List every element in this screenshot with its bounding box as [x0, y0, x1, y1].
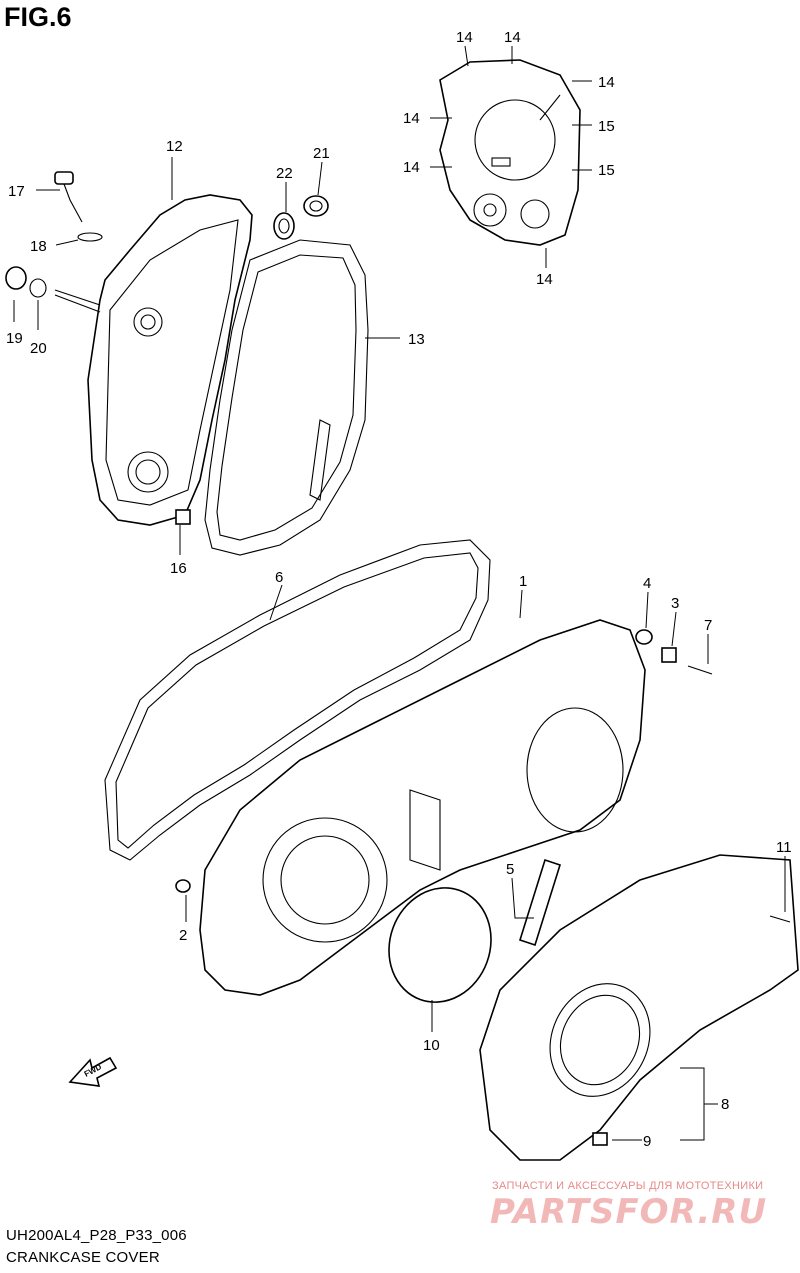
part-20-washer [29, 278, 47, 298]
figure-title: FIG.6 [4, 2, 72, 32]
callout-2: 2 [179, 927, 187, 944]
callout-1: 1 [519, 573, 527, 590]
callout-14-b: 14 [504, 29, 521, 46]
callout-4: 4 [643, 575, 651, 592]
callout-3: 3 [671, 595, 679, 612]
callout-22: 22 [276, 165, 293, 182]
callout-11: 11 [776, 839, 792, 856]
forward-direction-arrow: FWD [68, 1056, 118, 1087]
part-2-dowel [175, 879, 191, 893]
callout-13: 13 [408, 331, 425, 348]
part-6-cover-gasket [104, 539, 491, 861]
part-5-damper [519, 858, 561, 947]
callout-17: 17 [8, 183, 25, 200]
diagram-code: UH200AL4_P28_P33_006 [6, 1227, 187, 1244]
callout-14-e: 14 [403, 159, 420, 176]
callout-14-d: 14 [403, 110, 420, 127]
watermark-brand: PARTSFOR.RU [490, 1192, 768, 1232]
part-18-o-ring [77, 232, 103, 242]
leader-lines [13, 45, 786, 1141]
inset-cover-assembly [439, 59, 581, 246]
part-13-gasket [204, 239, 369, 556]
part-7-bolt [687, 665, 713, 675]
part-4-grommet [635, 629, 653, 645]
part-22-seal [273, 212, 295, 240]
callout-14-c: 14 [598, 74, 615, 91]
callout-8: 8 [721, 1096, 729, 1113]
callout-14-f: 14 [536, 271, 553, 288]
callout-7: 7 [704, 617, 712, 634]
callout-18: 18 [30, 238, 47, 255]
callout-6: 6 [275, 569, 283, 586]
callout-12: 12 [166, 138, 183, 155]
part-21-bushing [303, 195, 329, 217]
part-10-plate [388, 887, 492, 1003]
part-8-outer-cover [479, 854, 799, 1161]
part-9-grommet [592, 1132, 608, 1146]
callout-15-b: 15 [598, 162, 615, 179]
callout-numbers: 1 2 3 4 5 6 7 8 9 10 11 12 13 14 14 14 1… [6, 29, 792, 1150]
diagram-name: CRANKCASE COVER [6, 1249, 160, 1266]
callout-15-a: 15 [598, 118, 615, 135]
callout-20: 20 [30, 340, 47, 357]
part-12-inner-crankcase-cover [54, 194, 253, 526]
part-17-oil-filler-cap [54, 171, 83, 223]
part-19-plug [5, 266, 27, 290]
callout-10: 10 [423, 1037, 440, 1054]
part-3-collar [661, 647, 677, 663]
callout-14-a: 14 [456, 29, 473, 46]
callout-19: 19 [6, 330, 23, 347]
callout-9: 9 [643, 1133, 651, 1150]
callout-16: 16 [170, 560, 187, 577]
part-1-crankcase-cover [199, 619, 646, 996]
watermark-tagline: ЗАПЧАСТИ И АКСЕССУАРЫ ДЛЯ МОТОТЕХНИКИ [492, 1180, 764, 1192]
part-11-screw [769, 915, 791, 923]
callout-21: 21 [313, 145, 330, 162]
callout-5: 5 [506, 861, 514, 878]
